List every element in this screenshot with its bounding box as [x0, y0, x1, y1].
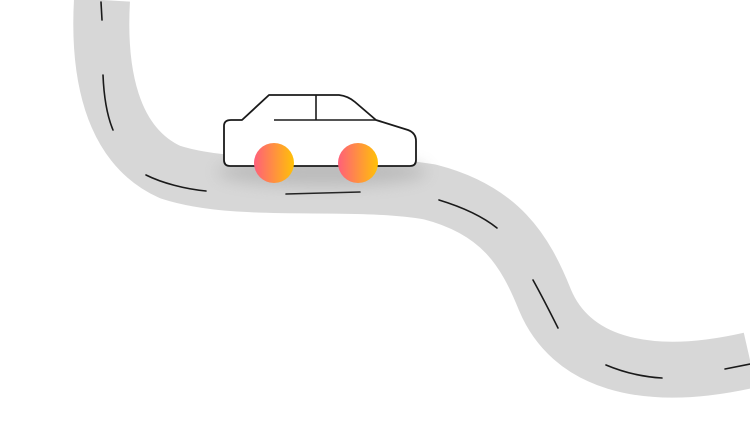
car-icon	[223, 94, 417, 183]
wheel-icon	[338, 143, 378, 183]
wheel-icon	[254, 143, 294, 183]
lane-markings	[100, 1, 750, 379]
road-icon	[73, 0, 750, 398]
lane-dash	[438, 199, 498, 229]
lane-dash	[145, 174, 207, 192]
road-surface	[73, 0, 750, 398]
lane-dash	[285, 191, 361, 195]
lane-dash	[100, 1, 103, 21]
lane-dash	[102, 74, 114, 131]
lane-dash	[532, 279, 559, 329]
lane-dash	[605, 364, 663, 379]
car-body	[223, 94, 417, 167]
lane-dash	[724, 363, 750, 370]
